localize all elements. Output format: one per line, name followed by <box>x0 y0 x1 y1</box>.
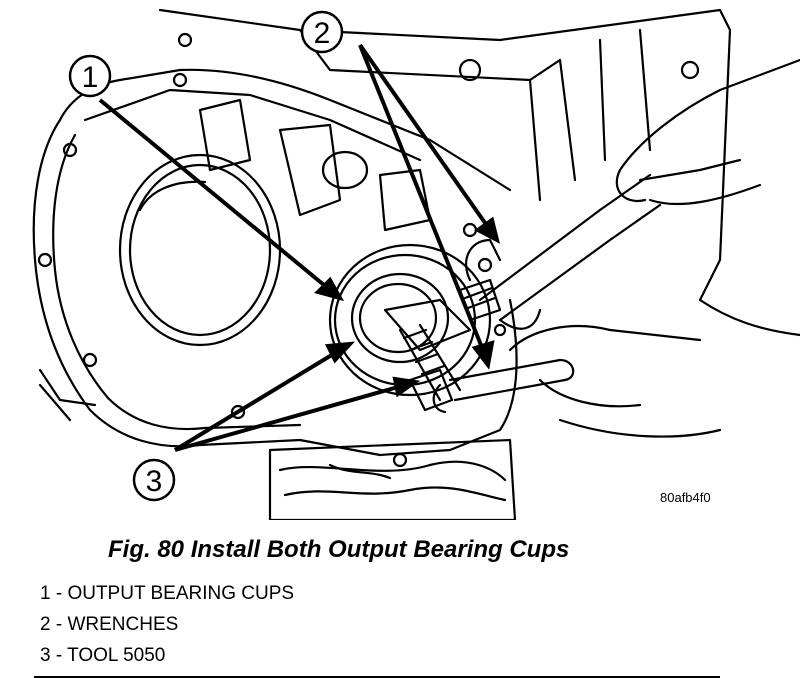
transfer-case-housing <box>32 32 518 468</box>
callout-2: 2 <box>300 10 344 54</box>
arrow-2a-head <box>474 216 501 244</box>
callout-3-label: 3 <box>146 465 163 498</box>
arrow-2b-head <box>471 340 495 370</box>
legend-list: 1 - OUTPUT BEARING CUPS 2 - WRENCHES 3 -… <box>40 582 294 675</box>
legend-item: 2 - WRENCHES <box>40 614 179 635</box>
callout-1: 1 <box>68 54 112 98</box>
upper-wrench <box>465 173 662 330</box>
callout-arrows <box>98 43 501 452</box>
arrow-2b <box>358 44 487 356</box>
arrow-1 <box>98 98 332 292</box>
legend-item: 3 - TOOL 5050 <box>40 645 166 666</box>
callout-3: 3 <box>132 458 176 502</box>
divider-rule <box>34 676 720 678</box>
legend-item: 1 - OUTPUT BEARING CUPS <box>40 583 295 604</box>
lower-wrench <box>432 358 575 414</box>
arrow-2a <box>358 43 492 232</box>
housing-details <box>38 98 432 422</box>
callout-1-label: 1 <box>82 61 99 94</box>
upper-hand <box>615 58 800 206</box>
arrow-3b-head <box>392 376 421 398</box>
arrow-3a-head <box>324 341 356 364</box>
lower-hand <box>508 298 800 438</box>
image-code: 80afb4f0 <box>660 490 711 505</box>
arrow-1-head <box>314 276 345 302</box>
wood-block <box>268 438 517 520</box>
line-drawing-illustration: 1 2 3 80afb4f0 <box>32 8 800 520</box>
callout-2-label: 2 <box>314 17 331 50</box>
arrow-3a <box>173 348 342 452</box>
figure-caption: Fig. 80 Install Both Output Bearing Cups <box>108 536 570 563</box>
arrow-3b <box>174 383 406 452</box>
